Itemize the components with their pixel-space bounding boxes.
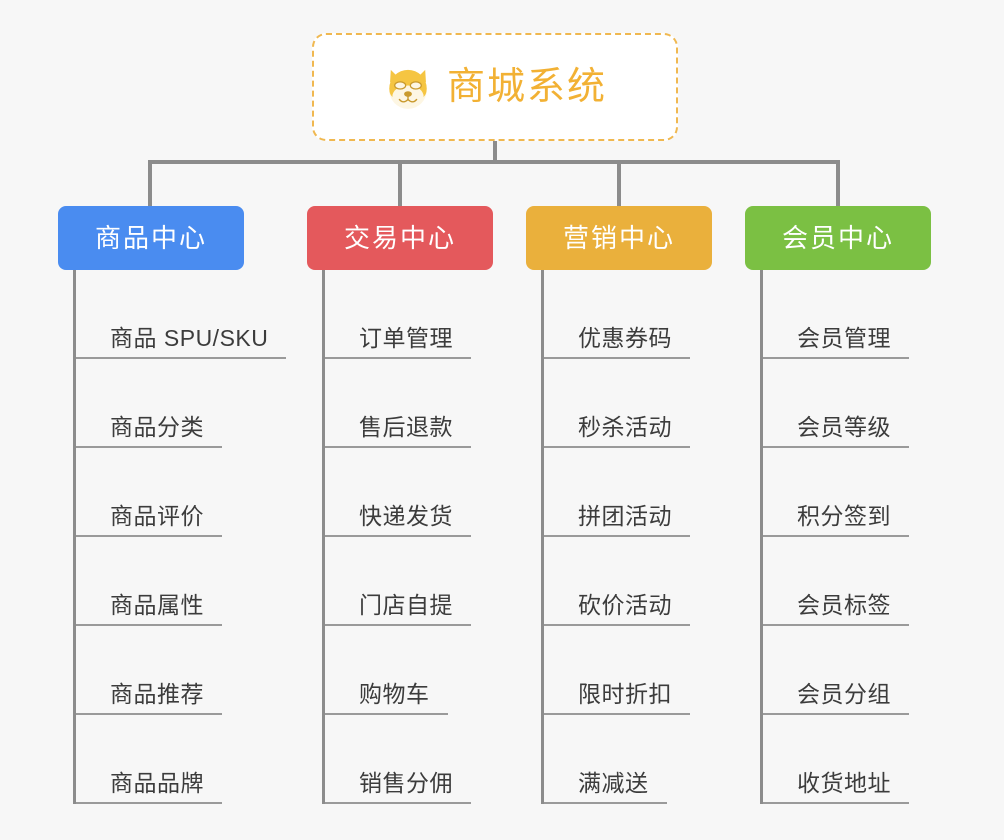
category-label-4: 会员中心 — [781, 223, 894, 253]
connector-root-stem — [493, 141, 497, 163]
column-spine-4 — [760, 270, 763, 804]
leaf-label: 收货地址 — [797, 769, 891, 796]
column-spine-3 — [541, 270, 544, 804]
root-title: 商城系统 — [446, 66, 607, 108]
connector-drop-4 — [836, 160, 840, 206]
leaf-label: 满减送 — [578, 769, 649, 796]
leaf-item[interactable]: 会员等级 — [763, 359, 909, 448]
category-box-3[interactable]: 营销中心 — [526, 206, 712, 270]
leaf-item[interactable]: 商品品牌 — [76, 715, 222, 804]
leaf-label: 优惠券码 — [578, 324, 672, 351]
leaf-label: 拼团活动 — [578, 502, 672, 529]
leaf-label: 快递发货 — [359, 502, 453, 529]
category-box-4[interactable]: 会员中心 — [745, 206, 931, 270]
leaf-label: 商品分类 — [110, 413, 204, 440]
leaf-item[interactable]: 商品属性 — [76, 537, 222, 626]
column-spine-1 — [73, 270, 76, 804]
leaf-item[interactable]: 砍价活动 — [544, 537, 690, 626]
root-node[interactable]: 商城系统 — [312, 33, 678, 141]
leaf-item[interactable]: 销售分佣 — [325, 715, 471, 804]
leaf-item[interactable]: 商品评价 — [76, 448, 222, 537]
leaf-item[interactable]: 商品分类 — [76, 359, 222, 448]
shiba-dog-face-icon — [389, 69, 427, 109]
leaf-item[interactable]: 快递发货 — [325, 448, 471, 537]
connector-drop-1 — [148, 160, 152, 206]
category-label-2: 交易中心 — [343, 223, 456, 253]
leaf-item[interactable]: 积分签到 — [763, 448, 909, 537]
leaf-item[interactable]: 会员分组 — [763, 626, 909, 715]
leaf-label: 购物车 — [359, 680, 430, 707]
category-label-3: 营销中心 — [562, 223, 675, 253]
leaf-item[interactable]: 满减送 — [544, 715, 667, 804]
leaf-item[interactable]: 会员管理 — [763, 270, 909, 359]
leaf-label: 商品属性 — [110, 591, 204, 618]
leaf-label: 售后退款 — [359, 413, 453, 440]
connector-drop-2 — [398, 160, 402, 206]
leaf-label: 积分签到 — [797, 502, 891, 529]
leaf-label: 会员等级 — [797, 413, 891, 440]
leaf-label: 门店自提 — [359, 591, 453, 618]
leaf-item[interactable]: 门店自提 — [325, 537, 471, 626]
category-label-1: 商品中心 — [94, 223, 207, 253]
leaf-label: 商品推荐 — [110, 680, 204, 707]
leaf-item[interactable]: 拼团活动 — [544, 448, 690, 537]
connector-drop-3 — [617, 160, 621, 206]
leaf-item[interactable]: 秒杀活动 — [544, 359, 690, 448]
category-box-1[interactable]: 商品中心 — [58, 206, 244, 270]
column-spine-2 — [322, 270, 325, 804]
category-box-2[interactable]: 交易中心 — [307, 206, 493, 270]
leaf-label: 限时折扣 — [578, 680, 672, 707]
leaf-item[interactable]: 收货地址 — [763, 715, 909, 804]
leaf-label: 商品 SPU/SKU — [110, 324, 269, 351]
leaf-label: 会员管理 — [797, 324, 891, 351]
leaf-item[interactable]: 售后退款 — [325, 359, 471, 448]
leaf-item[interactable]: 会员标签 — [763, 537, 909, 626]
leaf-label: 销售分佣 — [359, 769, 453, 796]
leaf-label: 订单管理 — [359, 324, 453, 351]
leaf-label: 砍价活动 — [578, 591, 672, 618]
leaf-item[interactable]: 优惠券码 — [544, 270, 690, 359]
leaf-item[interactable]: 商品 SPU/SKU — [76, 270, 287, 359]
connector-horizontal-bar — [148, 160, 836, 164]
leaf-item[interactable]: 限时折扣 — [544, 626, 690, 715]
leaf-label: 商品品牌 — [110, 769, 204, 796]
leaf-label: 商品评价 — [110, 502, 204, 529]
leaf-label: 会员标签 — [797, 591, 891, 618]
leaf-item[interactable]: 订单管理 — [325, 270, 471, 359]
leaf-label: 会员分组 — [797, 680, 891, 707]
leaf-label: 秒杀活动 — [578, 413, 672, 440]
leaf-item[interactable]: 购物车 — [325, 626, 448, 715]
leaf-item[interactable]: 商品推荐 — [76, 626, 222, 715]
